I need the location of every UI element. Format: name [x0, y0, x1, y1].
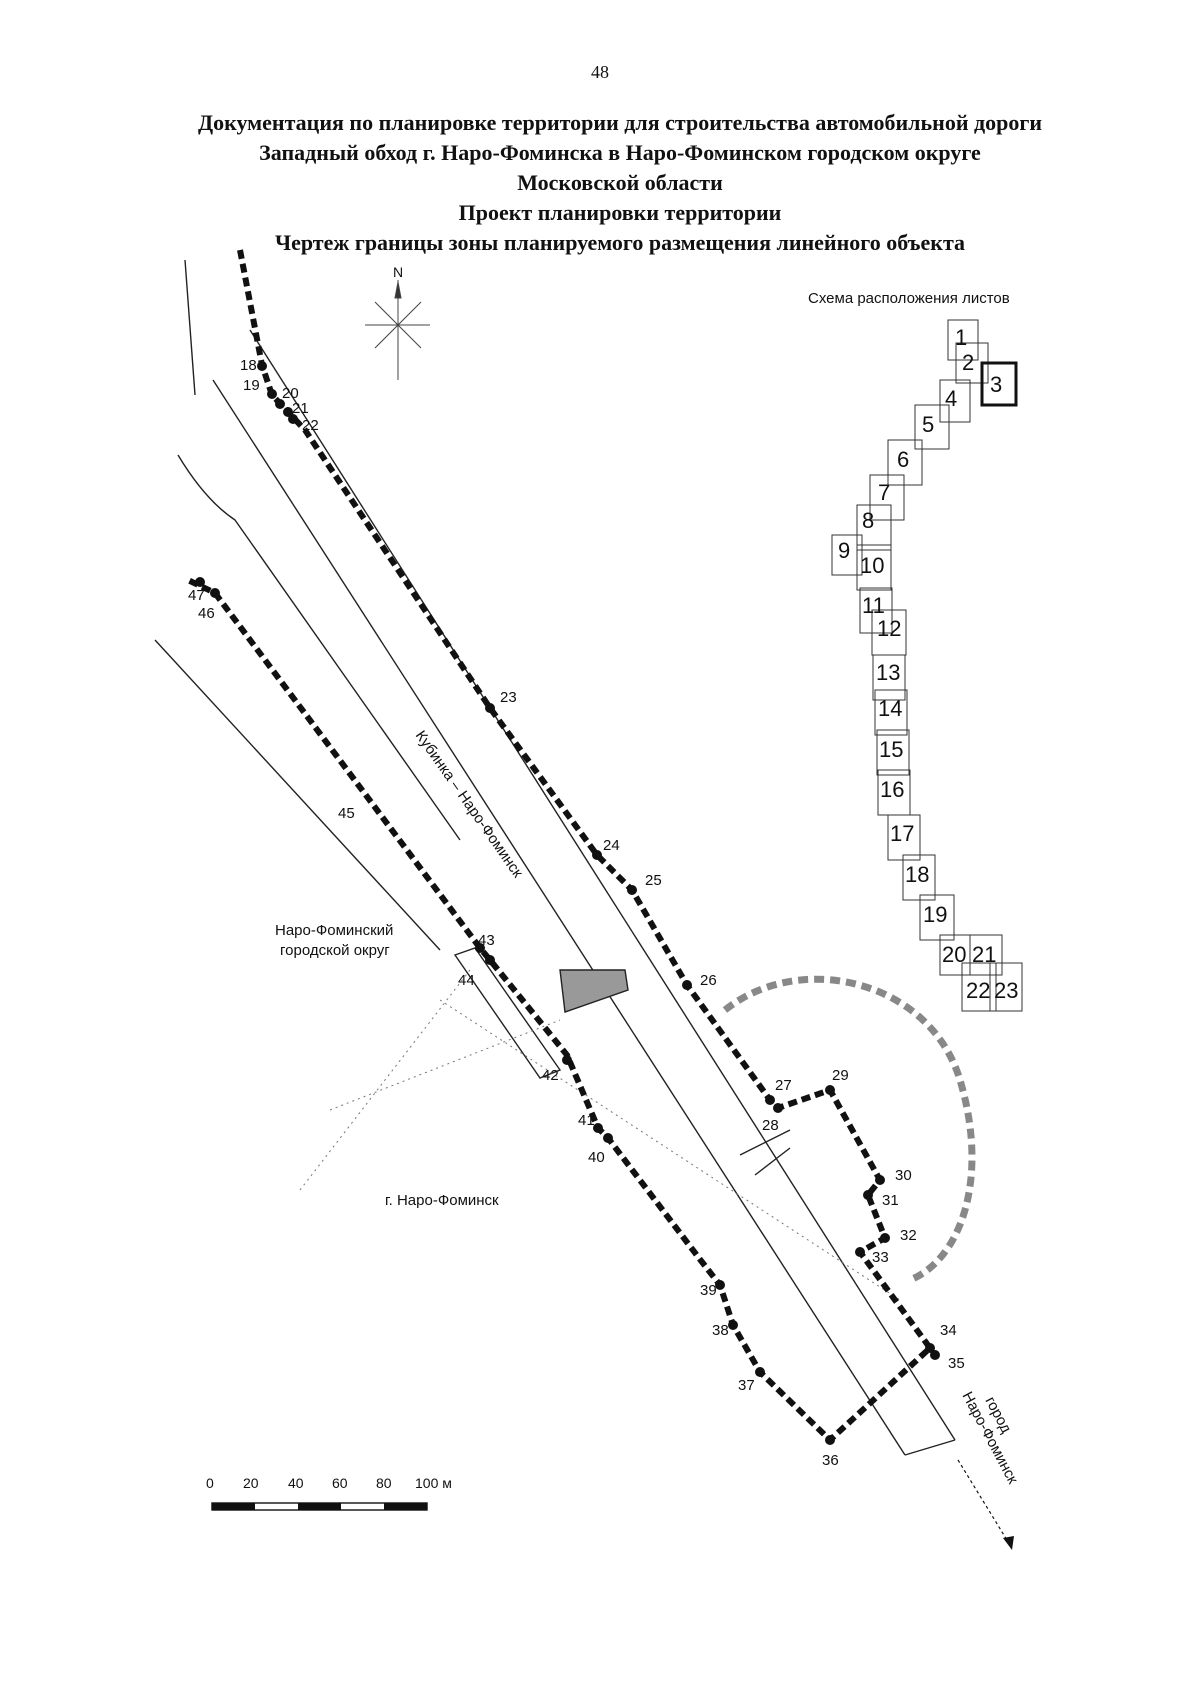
point-label-26: 26 — [700, 972, 717, 989]
point-label-40: 40 — [588, 1149, 605, 1166]
title-line-5: Чертеж границы зоны планируемого размеще… — [274, 230, 966, 255]
direction-arrow — [957, 1459, 1014, 1550]
sheet-label-6: 6 — [897, 447, 909, 472]
title-line-1: Документация по планировке территории дл… — [197, 110, 1043, 135]
point-label-42: 42 — [542, 1067, 559, 1084]
point-label-21: 21 — [292, 400, 309, 417]
road-edges — [154, 259, 956, 1456]
point-label-41: 41 — [578, 1112, 595, 1129]
point-labels: 18 19 20 21 22 23 24 25 26 27 28 29 30 3… — [188, 357, 965, 1469]
title-line-2: Западный обход г. Наро-Фоминска в Наро-Ф… — [259, 140, 981, 165]
sheet-label-23: 23 — [994, 978, 1018, 1003]
scale-tick-0: 0 — [206, 1475, 214, 1491]
document-title: Документация по планировке территории дл… — [120, 108, 1120, 258]
north-label: N — [393, 264, 403, 280]
sheet-label-2: 2 — [962, 350, 974, 375]
zone-boundary-gray — [722, 975, 976, 1284]
sheet-label-11: 11 — [862, 593, 885, 618]
scale-tick-40: 40 — [288, 1475, 304, 1491]
point-label-39: 39 — [700, 1282, 717, 1299]
point-label-25: 25 — [645, 872, 662, 889]
scale-tick-60: 60 — [332, 1475, 348, 1491]
point-label-37: 37 — [738, 1377, 755, 1394]
point-label-32: 32 — [900, 1227, 917, 1244]
point-label-24: 24 — [603, 837, 620, 854]
title-line-4: Проект планировки территории — [458, 200, 782, 225]
sheet-label-18: 18 — [905, 862, 929, 887]
point-label-23: 23 — [500, 689, 517, 706]
sheet-label-1: 1 — [955, 325, 967, 350]
scale-bar: 0 20 40 60 80 100 м — [206, 1475, 452, 1511]
town-label: г. Наро-Фоминск — [385, 1192, 499, 1209]
title-line-3: Московской области — [517, 170, 723, 195]
sheet-label-12: 12 — [877, 616, 901, 641]
sheet-label-22: 22 — [966, 978, 990, 1003]
north-arrow-icon — [365, 280, 430, 380]
sheet-label-4: 4 — [945, 386, 957, 411]
point-label-29: 29 — [832, 1067, 849, 1084]
sheet-layout — [831, 319, 1023, 1012]
boundary-points — [195, 361, 940, 1445]
sheet-label-19: 19 — [923, 902, 947, 927]
sheet-label-13: 13 — [876, 660, 900, 685]
point-label-38: 38 — [712, 1322, 729, 1339]
sheet-label-10: 10 — [860, 553, 884, 578]
inset-title: Схема расположения листов — [808, 290, 1010, 307]
point-label-31: 31 — [882, 1192, 899, 1209]
sheet-label-8: 8 — [862, 508, 874, 533]
point-label-34: 34 — [940, 1322, 957, 1339]
sheet-label-16: 16 — [880, 777, 904, 802]
point-label-19: 19 — [243, 377, 260, 394]
sheet-label-5: 5 — [922, 412, 934, 437]
point-label-27: 27 — [775, 1077, 792, 1094]
sheet-label-3: 3 — [990, 372, 1002, 397]
sheet-label-14: 14 — [878, 696, 902, 721]
point-label-18: 18 — [240, 357, 257, 374]
point-label-44: 44 — [458, 972, 475, 989]
sheet-label-17: 17 — [890, 821, 914, 846]
sheet-label-9: 9 — [838, 538, 850, 563]
page-number: 48 — [591, 62, 609, 82]
scale-tick-80: 80 — [376, 1475, 392, 1491]
point-label-47: 47 — [188, 587, 205, 604]
point-label-28: 28 — [762, 1117, 779, 1134]
district-label-line-1: Наро-Фоминский — [275, 922, 393, 939]
road-label: Кубинка – Наро-Фоминск — [412, 728, 527, 882]
point-label-36: 36 — [822, 1452, 839, 1469]
district-label-line-2: городской округ — [280, 942, 390, 959]
point-label-33: 33 — [872, 1249, 889, 1266]
cadastre-lines — [299, 969, 901, 1301]
point-label-22: 22 — [302, 417, 319, 434]
zone-boundary — [186, 249, 935, 1445]
point-label-35: 35 — [948, 1355, 965, 1372]
sheet-label-7: 7 — [878, 480, 890, 505]
sheet-label-21: 21 — [972, 942, 996, 967]
sheet-label-20: 20 — [942, 942, 966, 967]
point-label-45: 45 — [338, 805, 355, 822]
scale-tick-20: 20 — [243, 1475, 259, 1491]
scale-tick-100: 100 м — [415, 1475, 452, 1491]
point-label-46: 46 — [198, 605, 215, 622]
point-label-43: 43 — [478, 932, 495, 949]
point-label-30: 30 — [895, 1167, 912, 1184]
sheet-labels: 1 2 3 4 5 6 7 8 9 10 11 12 13 14 15 16 1… — [838, 325, 1018, 1003]
point-label-20: 20 — [282, 385, 299, 402]
sheet-label-15: 15 — [879, 737, 903, 762]
